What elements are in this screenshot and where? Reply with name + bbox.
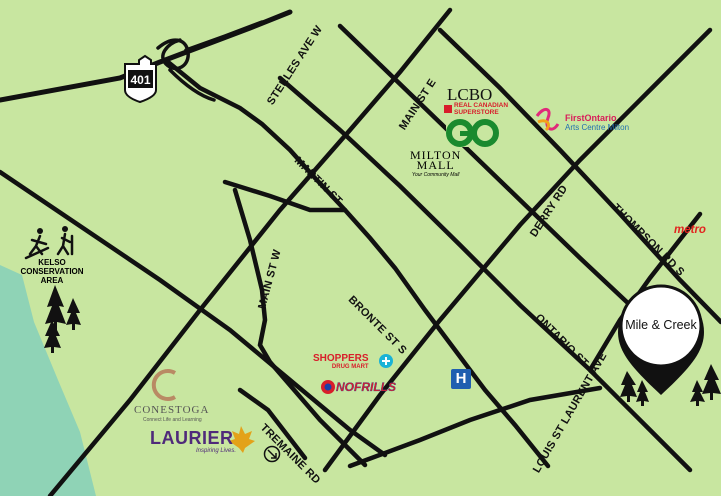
firstontario-line1: FirstOntario xyxy=(565,113,617,123)
highway-401-shield: 401 xyxy=(124,54,157,104)
highway-401 xyxy=(0,9,293,103)
shoppers-line1: SHOPPERS xyxy=(313,353,369,364)
site-pin xyxy=(618,284,704,395)
go-logo xyxy=(446,119,499,147)
conestoga-logo xyxy=(151,369,177,401)
road-main-st-w xyxy=(232,187,368,468)
road-thompson-rd-s xyxy=(437,27,721,325)
conestoga-tagline: Connect Life and Learning xyxy=(143,417,202,423)
road-bronte-st-s xyxy=(0,169,388,458)
nofrills-icon xyxy=(321,380,335,394)
shoppers-line2: DRUG MART xyxy=(331,364,369,370)
metro-logo[interactable]: metro xyxy=(674,224,706,236)
superstore-line1: REAL CANADIAN xyxy=(454,102,509,109)
laurier-leaf-icon xyxy=(229,426,255,453)
road-network xyxy=(0,7,721,496)
nofrills-logo[interactable]: NOFRILLS xyxy=(336,380,396,394)
laurier-tagline: Inspiring Lives. xyxy=(196,448,237,454)
trees xyxy=(44,285,721,406)
milton-mall-logo[interactable]: MILTON MALL Your Community Mall xyxy=(410,148,462,180)
hospital-label[interactable]: H xyxy=(455,370,467,387)
road-derry-rd xyxy=(322,27,713,473)
road-tremaine-rd xyxy=(237,387,308,461)
milton-mall-tagline: Your Community Mall xyxy=(411,172,460,178)
hospital-icon xyxy=(451,369,471,389)
firstontario-logo xyxy=(535,108,560,132)
superstore-line2: SUPERSTORE xyxy=(454,109,499,116)
firstontario-label[interactable]: FirstOntario Arts Centre Milton xyxy=(565,113,629,133)
superstore-logo[interactable]: REAL CANADIAN SUPERSTORE xyxy=(444,102,508,116)
direction-arrow-icon xyxy=(263,445,281,463)
creek-water xyxy=(0,265,96,496)
firstontario-line2: Arts Centre Milton xyxy=(565,123,630,132)
milton-mall-line2: MALL xyxy=(416,158,455,172)
road-bronte-north xyxy=(337,23,633,308)
milton-mall-line1: MILTON xyxy=(410,148,462,162)
conestoga-name[interactable]: CONESTOGA xyxy=(134,404,210,416)
road-main-st-e xyxy=(165,59,551,469)
road-ontario-st-s xyxy=(277,75,693,473)
road-louis-st-laurent xyxy=(347,385,603,469)
hiking-icon xyxy=(24,226,74,260)
site-pin-area[interactable]: Mile & Creek xyxy=(612,283,710,381)
road-martin-st xyxy=(222,179,348,213)
shoppers-logo[interactable]: SHOPPERS DRUG MART xyxy=(313,354,369,372)
kelso-conservation-label[interactable]: KELSO CONSERVATION AREA xyxy=(20,258,84,285)
laurier-name[interactable]: LAURIER xyxy=(150,428,234,448)
shoppers-icon xyxy=(379,354,393,368)
highway-shield-number: 401 xyxy=(130,73,150,87)
road-derry-diagonal xyxy=(47,7,453,496)
superstore-icon xyxy=(444,105,452,113)
site-name: Mile & Creek xyxy=(625,318,697,332)
lcbo-logo[interactable]: LCBO xyxy=(447,85,493,104)
